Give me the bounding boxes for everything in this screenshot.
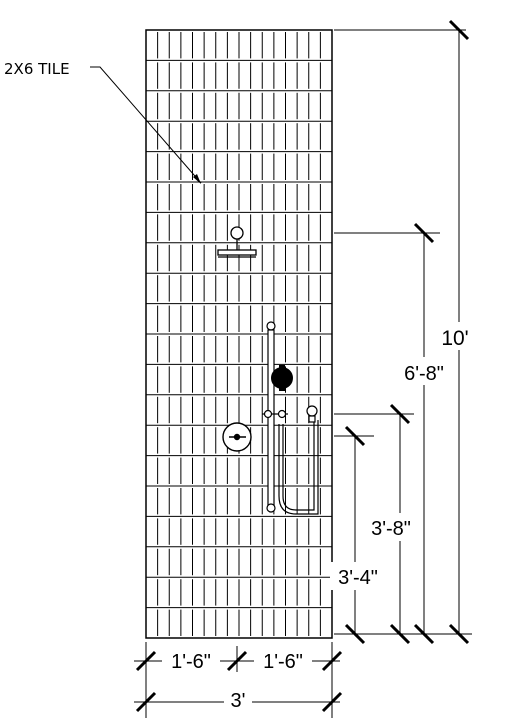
supply-elbow — [306, 405, 318, 423]
vertical-dimension-ticks — [344, 19, 470, 645]
dim-total-width: 3' — [231, 690, 246, 712]
tile-callout-arrowhead — [193, 174, 201, 184]
vertical-dimension-labels: 10' 6'-8" 3'-8" 3'-4" — [330, 322, 472, 590]
dim-left-half-width: 1'-6" — [171, 651, 211, 673]
horizontal-dimension-ticks — [135, 650, 343, 713]
tile-callout-label: 2X6 TILE — [4, 60, 70, 78]
hand-shower-head — [271, 365, 293, 391]
valve-trim — [222, 422, 252, 452]
tile-callout: 2X6 TILE — [4, 60, 202, 184]
shower-head — [217, 226, 257, 258]
tile-grid — [146, 32, 332, 636]
dim-total-height: 10' — [441, 327, 468, 350]
dim-right-half-width: 1'-6" — [263, 651, 303, 673]
dim-valve-height: 3'-8" — [371, 518, 411, 540]
hand-shower-rail — [262, 321, 288, 513]
wall-outline — [145, 29, 333, 639]
dim-shower-head-height: 6'-8" — [404, 363, 444, 385]
tile-callout-leader — [90, 66, 202, 184]
tile-wall — [145, 29, 333, 639]
dim-control-height: 3'-4" — [338, 567, 378, 589]
shower-hose — [278, 420, 319, 515]
horizontal-dimension-labels: 1'-6" 1'-6" 3' — [162, 649, 312, 712]
